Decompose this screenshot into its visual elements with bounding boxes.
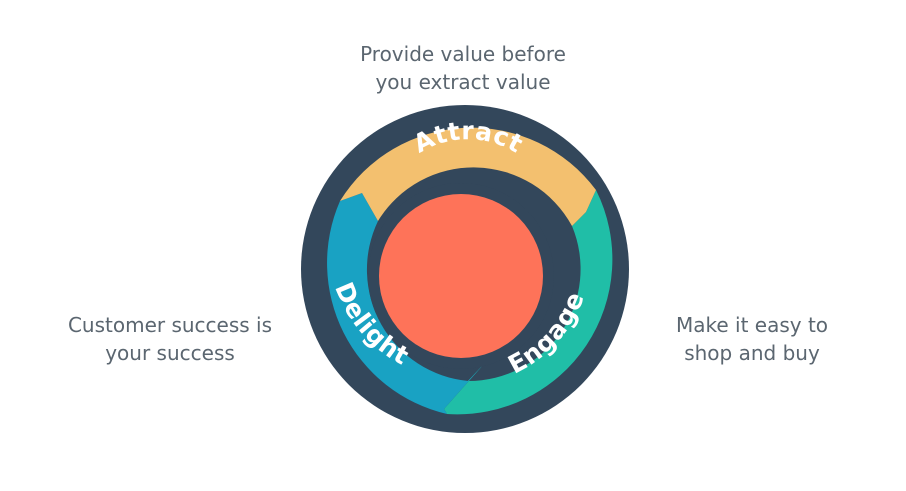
caption-delight-line-1: Customer success is	[67, 313, 273, 337]
segment-delight	[327, 193, 483, 414]
caption-attract-line-2: you extract value	[375, 70, 551, 94]
caption-delight: Customer success is your success	[40, 311, 300, 367]
caption-engage-line-1: Make it easy to	[675, 313, 829, 337]
segment-attract	[340, 127, 596, 226]
caption-attract-line-1: Provide value before	[360, 42, 566, 66]
caption-engage-line-2: shop and buy	[684, 341, 820, 365]
center-circle	[379, 194, 543, 358]
caption-attract: Provide value before you extract value	[323, 40, 603, 96]
caption-delight-line-2: your success	[105, 341, 235, 365]
caption-engage: Make it easy to shop and buy	[622, 311, 882, 367]
segment-engage	[444, 190, 613, 415]
